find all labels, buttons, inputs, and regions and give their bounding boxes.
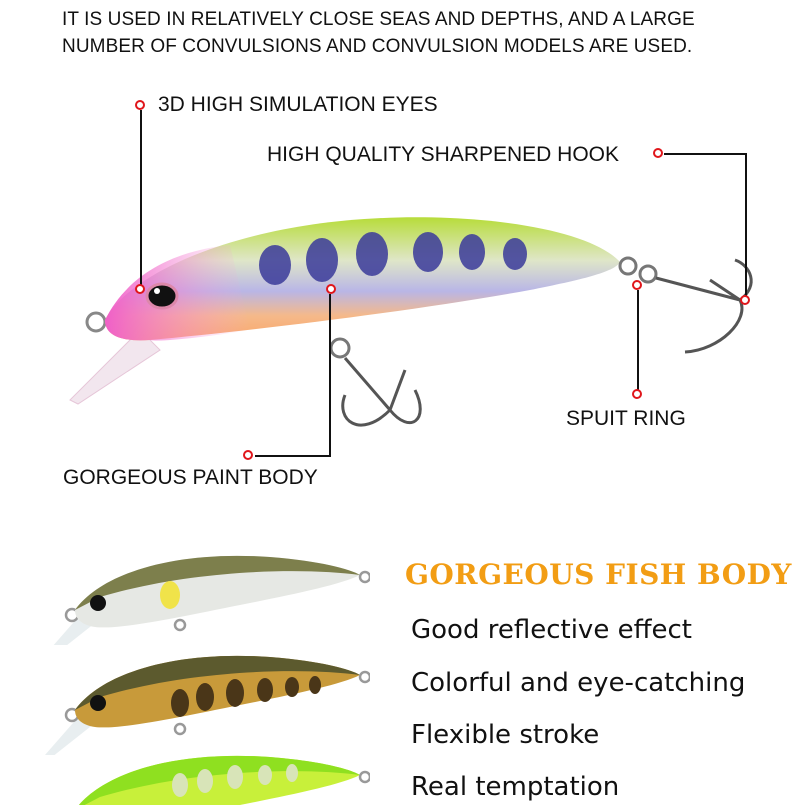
leader-line — [745, 153, 747, 297]
variant-lure-chartreuse — [79, 755, 370, 805]
leader-line — [329, 294, 331, 456]
intro-line-1: IT IS USED IN RELATIVELY CLOSE SEAS AND … — [62, 9, 695, 30]
feature-item: Good reflective effect — [411, 615, 692, 645]
variant-lure-brown — [45, 655, 370, 755]
feature-item: Real temptation — [411, 772, 620, 802]
marker-dot — [243, 450, 253, 460]
callout-eyes: 3D HIGH SIMULATION EYES — [158, 93, 438, 116]
marker-dot — [740, 295, 750, 305]
leader-line — [255, 455, 331, 457]
intro-text: IT IS USED IN RELATIVELY CLOSE SEAS AND … — [62, 6, 695, 60]
leader-line — [664, 153, 746, 155]
marker-dot — [632, 280, 642, 290]
main-lure-image — [69, 217, 753, 427]
marker-dot — [135, 100, 145, 110]
callout-hook: HIGH QUALITY SHARPENED HOOK — [267, 143, 620, 166]
variant-lure-silver — [53, 555, 370, 645]
callout-ring: SPUIT RING — [566, 407, 686, 430]
callout-paint: GORGEOUS PAINT BODY — [63, 466, 318, 489]
marker-dot — [632, 389, 642, 399]
leader-line — [637, 290, 639, 390]
marker-dot — [326, 284, 336, 294]
leader-line — [140, 110, 142, 292]
intro-line-2: NUMBER OF CONVULSIONS AND CONVULSION MOD… — [62, 36, 693, 57]
feature-item: Flexible stroke — [411, 720, 600, 750]
section-heading: GORGEOUS FISH BODY — [405, 558, 792, 591]
feature-item: Colorful and eye-catching — [411, 668, 746, 698]
marker-dot — [653, 148, 663, 158]
marker-dot — [135, 284, 145, 294]
